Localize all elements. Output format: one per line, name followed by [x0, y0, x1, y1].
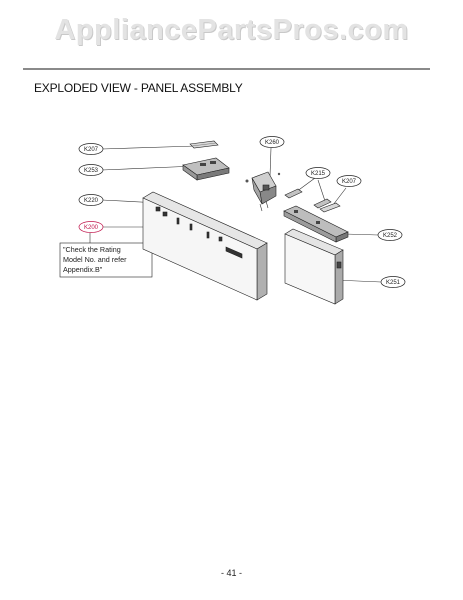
- note-line-1: "Check the Rating: [63, 245, 121, 254]
- part-k252-bracket: [283, 205, 349, 243]
- note-line-2: Model No. and refer: [63, 255, 127, 264]
- part-k207-strip-left: [189, 140, 219, 149]
- callout-oval-k207-right: [336, 175, 362, 187]
- part-k215-keys: [284, 188, 332, 209]
- leader-k252: [344, 233, 379, 236]
- leader-k207-left: [101, 145, 197, 150]
- note-text: "Check the Rating Model No. and refer Ap…: [63, 245, 151, 275]
- leader-k207-right: [332, 187, 347, 206]
- callout-label-k220: K220: [84, 198, 99, 204]
- leader-k215-b: [317, 179, 326, 202]
- callout-oval-k220: [78, 194, 104, 206]
- callout-label-k200: K200: [84, 225, 99, 231]
- note-line-3: Appendix.B": [63, 265, 103, 274]
- part-k220-front-panel: [142, 191, 268, 301]
- callout-oval-k253: [78, 164, 104, 176]
- callout-label-k253: K253: [84, 168, 99, 174]
- section-title: EXPLODED VIEW - PANEL ASSEMBLY: [34, 81, 243, 95]
- leader-lines: [89, 145, 382, 283]
- watermark: AppliancePartsPros.com: [54, 14, 409, 46]
- callout-label-k207-right: K207: [342, 179, 357, 185]
- part-k207-strip-right: [319, 202, 341, 213]
- callout-oval-k207-left: [78, 143, 104, 155]
- part-k251-back-cover: [284, 228, 344, 305]
- page-number: - 41 -: [220, 568, 242, 578]
- part-k253-bar: [182, 157, 230, 181]
- header-rule: [23, 68, 430, 70]
- callout-label-k207-left: K207: [84, 147, 99, 153]
- callout-label-k252: K252: [383, 233, 398, 239]
- callout-oval-k215: [305, 167, 331, 179]
- callout-oval-k200: [78, 221, 104, 233]
- callout-oval-k260: [259, 136, 285, 148]
- note-box: [59, 242, 153, 278]
- callout-oval-k251: [380, 276, 406, 288]
- leader-k253: [101, 165, 197, 171]
- callout-label-k251: K251: [386, 280, 401, 286]
- callout-label-k260: K260: [265, 140, 280, 146]
- callout-oval-k252: [377, 229, 403, 241]
- callout-label-k215: K215: [311, 171, 326, 177]
- part-k260-control-module: [245, 171, 281, 212]
- leader-k260: [269, 147, 272, 177]
